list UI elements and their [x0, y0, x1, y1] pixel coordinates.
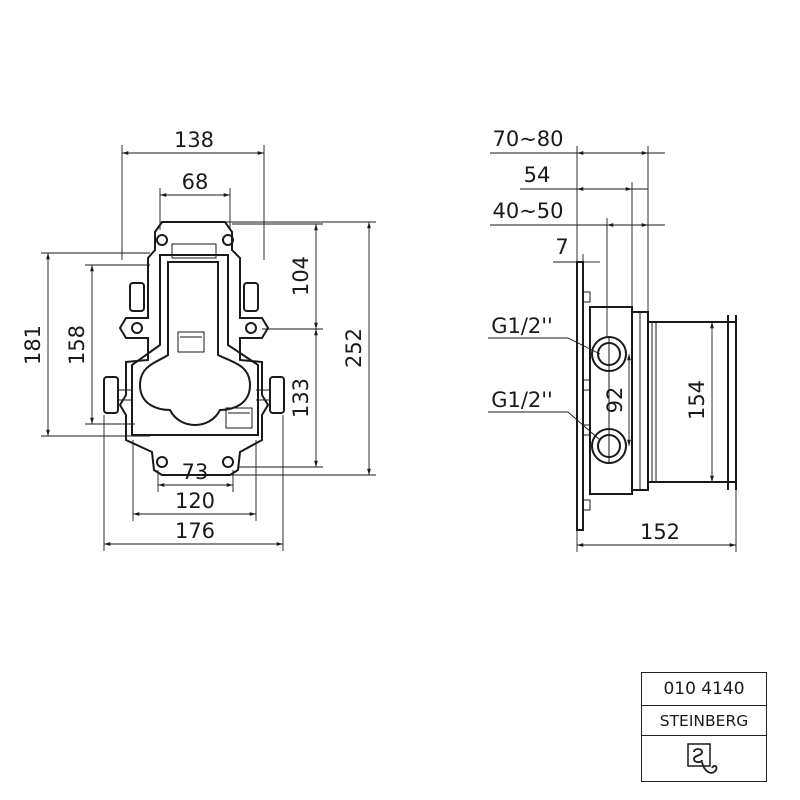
- fitting: [129, 282, 145, 312]
- inner-frame: [131, 254, 259, 436]
- valve-body: [138, 261, 252, 427]
- dim-73: 73: [182, 460, 209, 484]
- brand-name: STEINBERG: [642, 706, 766, 736]
- dim-158: 158: [65, 325, 89, 365]
- dim-176: 176: [175, 519, 215, 543]
- fitting: [103, 376, 119, 414]
- steinberg-logo-icon: [687, 743, 718, 774]
- top-cap: [171, 243, 217, 259]
- dim-138: 138: [174, 128, 214, 152]
- mount-hole: [131, 322, 143, 334]
- mount-hole: [222, 456, 234, 468]
- dim-40-50: 40~50: [492, 199, 563, 223]
- label-plate: [225, 407, 253, 429]
- dim-7: 7: [555, 235, 568, 259]
- side-dimensions: [488, 146, 737, 552]
- fitting: [243, 282, 259, 312]
- mount-hole: [156, 456, 168, 468]
- mounting-plate: [118, 221, 270, 476]
- dim-92: 92: [603, 387, 627, 414]
- dim-104: 104: [289, 256, 313, 296]
- dim-120: 120: [175, 489, 215, 513]
- dim-252: 252: [342, 328, 366, 368]
- label-plate: [177, 331, 205, 353]
- wall-plate: [576, 261, 584, 531]
- title-block: 010 4140 STEINBERG: [641, 672, 767, 782]
- dim-152: 152: [640, 520, 680, 544]
- mount-hole: [156, 234, 168, 246]
- side-view: 70~80 54 40~50 7 G1/2'' G1/2'' 92 154 15…: [488, 127, 737, 552]
- fitting: [269, 376, 285, 414]
- front-view: 138 68 73 120 176 181 158 104 133 252: [21, 128, 376, 551]
- dim-181: 181: [21, 325, 45, 365]
- thread-upper: G1/2'': [491, 314, 553, 338]
- front-dimensions: [41, 145, 376, 551]
- dim-70-80: 70~80: [492, 127, 563, 151]
- article-number: 010 4140: [642, 673, 766, 706]
- mount-hole: [245, 322, 257, 334]
- mount-hole: [222, 234, 234, 246]
- dim-68: 68: [182, 170, 209, 194]
- dim-154: 154: [685, 380, 709, 420]
- thread-lower: G1/2'': [491, 388, 553, 412]
- dim-54: 54: [524, 163, 551, 187]
- dim-133: 133: [289, 378, 313, 418]
